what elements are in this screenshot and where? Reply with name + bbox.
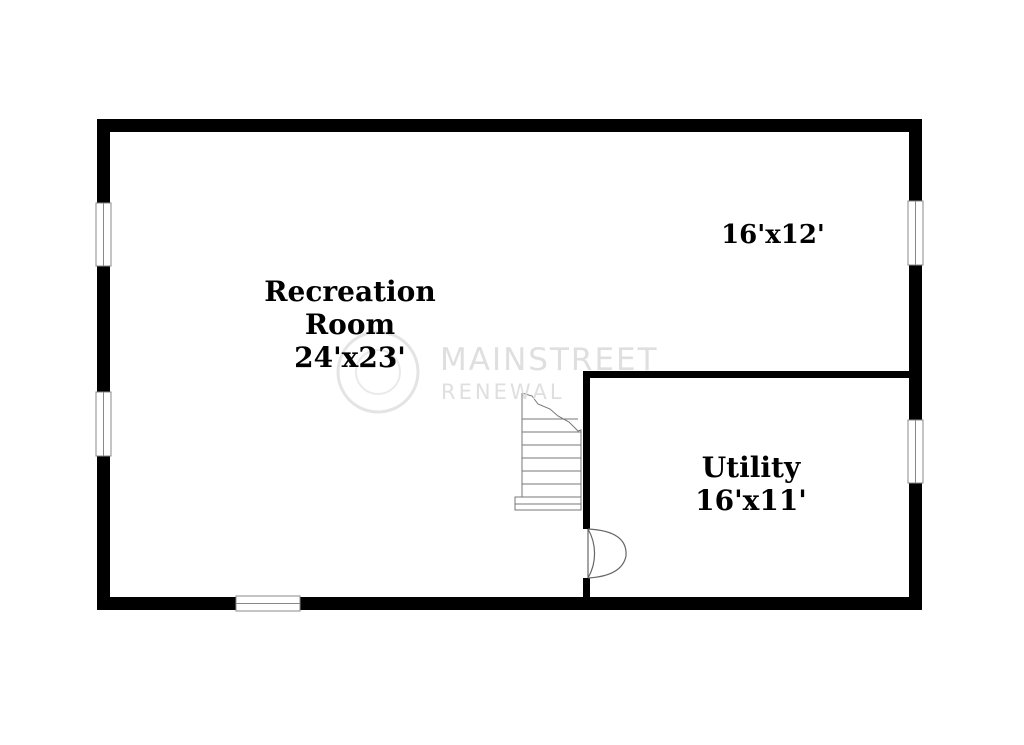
window-left-upper (95, 202, 112, 267)
window-left-lower (95, 391, 112, 457)
recreation-room-name-line1: Recreation (264, 275, 435, 308)
utility-wall-top (583, 371, 913, 378)
upper-right-room-dimensions: 16'x12' (721, 220, 825, 250)
watermark-line1: MAINSTREET (440, 342, 659, 378)
interior-walls (583, 371, 913, 601)
wall-bottom (97, 597, 922, 610)
utility-wall-left-lower (583, 578, 590, 601)
wall-right (909, 119, 922, 610)
utility-wall-left (583, 371, 590, 529)
window-right-lower (907, 419, 924, 484)
watermark-logo-icon (336, 330, 420, 414)
staircase (514, 392, 582, 511)
recreation-room-dimensions: 24'x23' (294, 341, 406, 374)
wall-top (97, 119, 922, 132)
window-right-upper (907, 200, 924, 266)
wall-left (97, 119, 110, 610)
room-labels: Recreation Room 24'x23' 16'x12' Utility … (264, 220, 825, 517)
utility-room-name: Utility (702, 451, 801, 484)
utility-door (587, 528, 627, 579)
windows (95, 200, 924, 612)
watermark-line2: RENEWAL (441, 380, 565, 404)
utility-room-dimensions: 16'x11' (695, 484, 807, 517)
recreation-room-name-line2: Room (305, 308, 395, 341)
window-bottom (235, 595, 301, 612)
watermark: MAINSTREET RENEWAL (336, 330, 659, 414)
